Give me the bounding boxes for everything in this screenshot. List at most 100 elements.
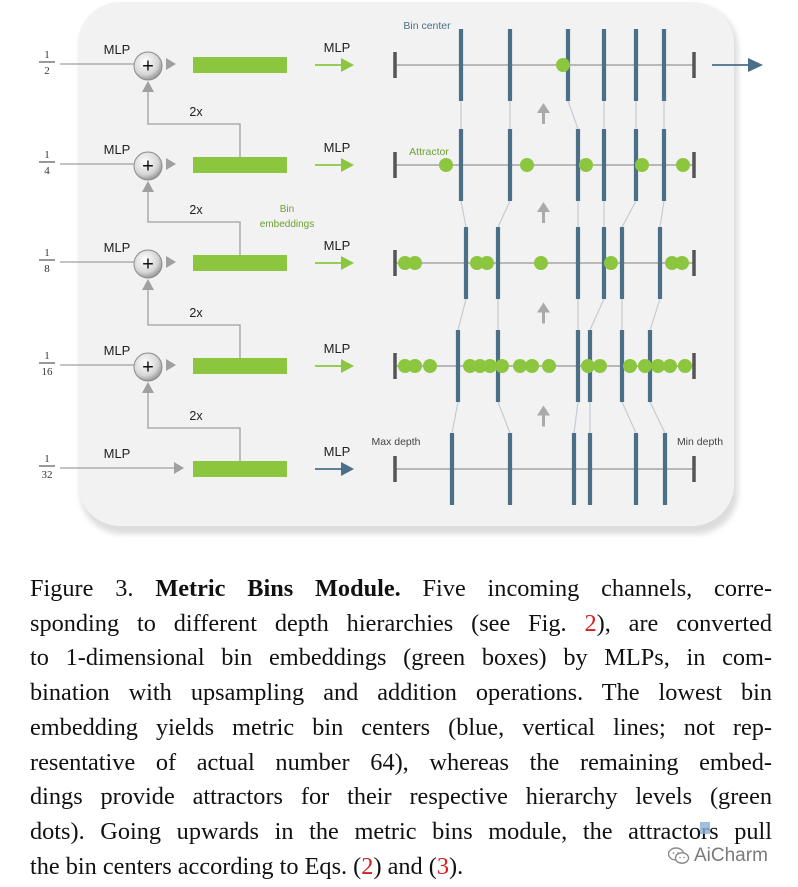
attractor-dot: [480, 256, 494, 270]
bin-embedding-box: [193, 57, 287, 73]
bin-embeddings-label: embeddings: [260, 219, 314, 230]
arrow-right-icon: [748, 58, 763, 72]
arrow-right-icon: [166, 256, 176, 268]
equation-ref-link-2[interactable]: 3: [436, 852, 450, 880]
arrow-up-icon: [142, 81, 154, 92]
caption-line-8: dots). Going upwards in the metric bins …: [30, 817, 772, 845]
scale-numerator: 1: [44, 49, 50, 61]
upsample-label: 2x: [189, 306, 203, 320]
add-operator-icon: [133, 249, 163, 279]
max-depth-label: Max depth: [371, 436, 420, 448]
scale-numerator: 1: [44, 247, 50, 259]
arrow-right-icon: [174, 462, 184, 474]
attractor-dot: [635, 158, 649, 172]
mlp-in-label: MLP: [104, 240, 131, 255]
mlp-in-label: MLP: [104, 343, 131, 358]
plus-icon: +: [142, 56, 154, 78]
attractor-dot: [525, 359, 539, 373]
attractor-label: Attractor: [409, 146, 449, 158]
attractor-dot: [665, 256, 679, 270]
arrow-up-icon: [537, 302, 550, 313]
attractor-dot: [579, 158, 593, 172]
arrow-up-icon: [537, 202, 550, 212]
bin-lines: [393, 29, 763, 505]
arrow-right-icon: [166, 359, 176, 371]
bin-embedding-box: [193, 255, 287, 271]
arrow-up-icon: [142, 279, 154, 290]
equation-ref-link-1[interactable]: 2: [361, 852, 374, 880]
bin-shift-link: [567, 100, 579, 130]
mlp-out-label: MLP: [324, 341, 351, 356]
arrow-up-icon: [537, 103, 550, 113]
plus-icon: +: [142, 156, 154, 178]
attractor-dot: [408, 359, 422, 373]
arrow-shaft: [542, 211, 545, 223]
attractor-dot: [542, 359, 556, 373]
arrow-shaft: [542, 414, 545, 427]
attractor-dot: [663, 359, 677, 373]
arrow-shaft: [542, 311, 545, 324]
bin-shift-link: [451, 401, 459, 434]
arrow-up-icon: [537, 405, 550, 416]
mlp-out-label: MLP: [324, 140, 351, 155]
attractor-dot: [651, 359, 665, 373]
attractor-dot: [398, 256, 412, 270]
upsample-path: [147, 288, 241, 358]
bin-center-links: [451, 100, 666, 434]
embedding-pipeline: 12MLP+MLP14MLP+MLP2x18MLP+MLP2x116MLP+ML…: [39, 40, 354, 481]
attractor-dot: [593, 359, 607, 373]
mlp-out-label: MLP: [324, 444, 351, 459]
wechat-icon: [668, 847, 690, 864]
bin-shift-link: [649, 401, 666, 434]
scale-denominator: 16: [42, 366, 54, 378]
bin-shift-link: [573, 401, 579, 434]
caption-line-2: sponding to different depth hierarchies …: [30, 609, 773, 637]
scale-denominator: 32: [42, 469, 53, 481]
bin-shift-link: [497, 401, 511, 434]
caption-line-4: bination with upsampling and addition op…: [30, 679, 772, 707]
bin-shift-link: [621, 401, 637, 434]
add-operator-icon: [133, 51, 163, 81]
arrow-right-icon: [341, 158, 354, 172]
mlp-out-label: MLP: [324, 238, 351, 253]
plus-icon: +: [142, 254, 154, 276]
scale-numerator: 1: [44, 350, 50, 362]
caption-line-3: to 1-dimensional bin embeddings (green b…: [30, 644, 772, 672]
attractor-dot: [439, 158, 453, 172]
attractor-dot: [520, 158, 534, 172]
attractor-dot: [534, 256, 548, 270]
upsample-label: 2x: [189, 203, 203, 217]
arrow-right-icon: [341, 58, 354, 72]
attractor-dot: [678, 359, 692, 373]
attractor-dot: [623, 359, 637, 373]
upsample-path: [147, 391, 241, 461]
attractor-dot: [581, 359, 595, 373]
bin-embedding-box: [193, 358, 287, 374]
attractor-dot: [483, 359, 497, 373]
add-operator-icon: [133, 352, 163, 382]
arrow-right-icon: [341, 359, 354, 373]
figure-ref-link[interactable]: 2: [584, 609, 597, 637]
attractor-dot: [423, 359, 437, 373]
scale-denominator: 2: [44, 65, 50, 77]
min-depth-label: Min depth: [677, 436, 723, 448]
bin-embedding-box: [193, 461, 287, 477]
attractor-dot: [675, 256, 689, 270]
arrow-right-icon: [341, 256, 354, 270]
attractor-dot: [556, 58, 570, 72]
arrow-right-icon: [166, 58, 176, 70]
attractor-dot: [638, 359, 652, 373]
attractor-dot: [676, 158, 690, 172]
bin-shift-link: [460, 200, 467, 228]
arrow-up-icon: [142, 382, 154, 393]
bin-center-label: Bin center: [403, 20, 451, 32]
upsample-path: [147, 190, 241, 255]
mlp-in-label: MLP: [104, 446, 131, 461]
watermark-marker: [700, 822, 710, 834]
bin-shift-link: [649, 298, 661, 331]
caption-line-7: dings provide attractors for their respe…: [30, 783, 772, 811]
scale-numerator: 1: [44, 149, 50, 161]
plus-icon: +: [142, 357, 154, 379]
attractor-dot: [470, 256, 484, 270]
